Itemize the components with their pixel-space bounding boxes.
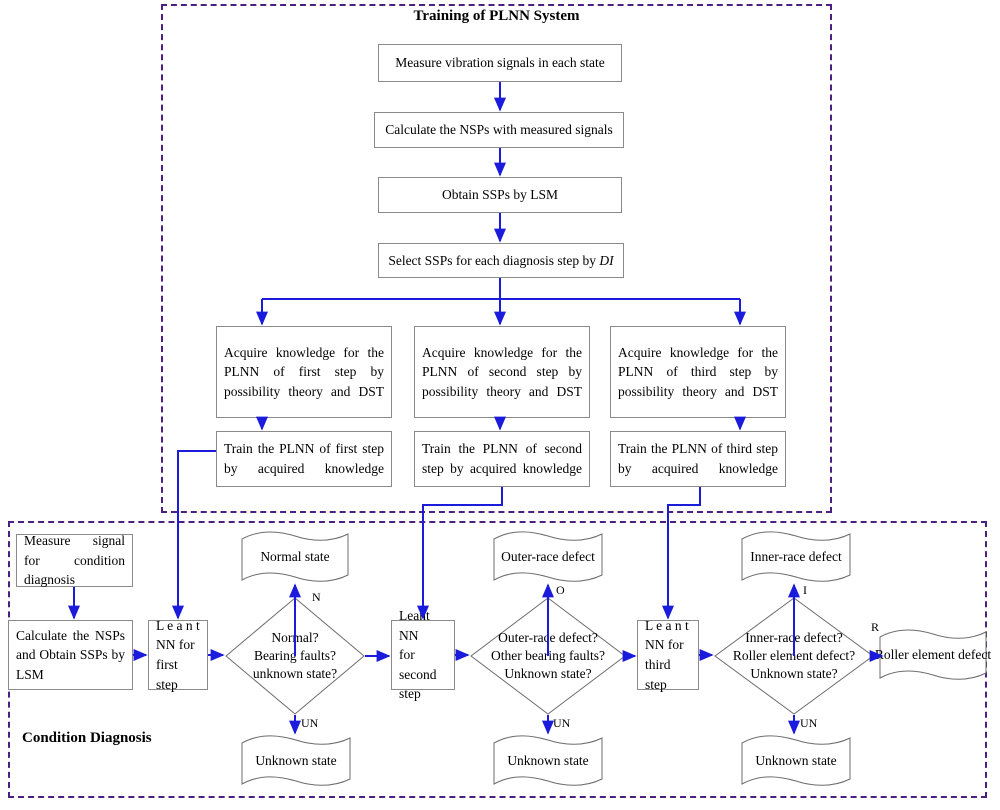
decision-third[interactable]: Inner-race defect? Roller element defect… [714, 597, 874, 715]
outcome-outer-race-defect[interactable]: Outer-race defect [492, 531, 604, 583]
box-nn-second-step-line3: step [399, 686, 421, 702]
box-train-second[interactable]: Train the PLNN of second step by acquire… [414, 431, 590, 487]
edge-label-r: R [871, 620, 880, 634]
box-nn-third-step-label: L e a n t NN for third step [638, 616, 698, 694]
box-nn-first-step-line2: NN for [156, 637, 195, 653]
box-calculate-obtain-lsm[interactable]: Calculate the NSPs and Obtain SSPs by LS… [8, 620, 133, 690]
box-obtain-ssps[interactable]: Obtain SSPs by LSM [378, 177, 622, 213]
box-nn-third-step-line1: L e a n t [645, 617, 689, 633]
decision-third-line2: Roller element defect? [732, 647, 856, 663]
box-nn-third-step-line2: NN for [645, 637, 684, 653]
box-acquire-third[interactable]: Acquire knowledge for the PLNN of third … [610, 326, 786, 418]
box-measure-signal-diagnosis-label: Measure signal for condition diagnosis [24, 533, 125, 588]
outcome-unknown-state-2[interactable]: Unknown state [492, 735, 604, 787]
diagnosis-group-title: Condition Diagnosis [22, 730, 152, 746]
outcome-unknown-state-3-label: Unknown state [755, 753, 837, 768]
box-acquire-third-label: Acquire knowledge for the PLNN of third … [618, 344, 778, 399]
box-measure-signal-diagnosis[interactable]: Measure signal for condition diagnosis [16, 533, 133, 588]
edge-label-o: O [556, 583, 565, 597]
box-select-ssps-label: Select SSPs for each diagnosis step by D… [379, 251, 623, 271]
box-train-first-label: Train the PLNN of first step by acquired… [224, 441, 384, 476]
box-select-ssps[interactable]: Select SSPs for each diagnosis step by D… [378, 243, 624, 278]
outcome-normal-state[interactable]: Normal state [240, 531, 350, 583]
edge-label-un3: UN [800, 716, 818, 730]
box-train-third-label: Train the PLNN of third step by acquired… [618, 441, 778, 476]
edge-label-un1: UN [301, 716, 319, 730]
box-acquire-second[interactable]: Acquire knowledge for the PLNN of second… [414, 326, 590, 418]
decision-first[interactable]: Normal? Bearing faults? unknown state? [225, 597, 365, 715]
box-obtain-ssps-label: Obtain SSPs by LSM [442, 187, 558, 203]
outcome-inner-race-defect[interactable]: Inner-race defect [740, 531, 852, 583]
box-calculate-nsps-label: Calculate the NSPs with measured signals [385, 122, 613, 138]
decision-second-line3: Unknown state? [504, 666, 592, 682]
box-select-ssps-di: DI [599, 252, 614, 268]
outcome-unknown-state-2-label: Unknown state [507, 753, 589, 768]
outcome-unknown-state-3[interactable]: Unknown state [740, 735, 852, 787]
decision-second-line1: Outer-race defect? [498, 629, 598, 645]
box-train-second-label: Train the PLNN of second step by acquire… [422, 441, 582, 476]
decision-third-line3: Unknown state? [750, 666, 838, 682]
outcome-roller-element-defect[interactable]: Roller element defect [874, 629, 992, 681]
decision-first-line1: Normal? [271, 629, 319, 645]
edge-label-i: I [803, 583, 807, 597]
outcome-inner-race-defect-label: Inner-race defect [750, 549, 842, 564]
decision-third-text: Inner-race defect? Roller element defect… [714, 597, 874, 715]
outcome-unknown-state-1[interactable]: Unknown state [240, 735, 352, 787]
box-acquire-second-label: Acquire knowledge for the PLNN of second… [422, 344, 582, 399]
box-train-first[interactable]: Train the PLNN of first step by acquired… [216, 431, 392, 487]
edge-label-n: N [312, 590, 321, 604]
box-train-third[interactable]: Train the PLNN of third step by acquired… [610, 431, 786, 487]
decision-first-text: Normal? Bearing faults? unknown state? [225, 597, 365, 715]
box-calculate-nsps[interactable]: Calculate the NSPs with measured signals [374, 112, 624, 148]
decision-second-text: Outer-race defect? Other bearing faults?… [470, 597, 626, 715]
decision-second[interactable]: Outer-race defect? Other bearing faults?… [470, 597, 626, 715]
box-select-ssps-text: Select SSPs for each diagnosis step by [388, 252, 600, 268]
box-measure-vibration-label: Measure vibration signals in each state [395, 55, 605, 71]
outcome-roller-element-defect-label: Roller element defect [874, 647, 992, 662]
box-nn-second-step-line2: for second [399, 647, 437, 682]
box-nn-first-step-line3: first step [156, 657, 178, 692]
decision-second-line2: Other bearing faults? [491, 647, 605, 663]
outcome-unknown-state-1-label: Unknown state [255, 753, 337, 768]
box-nn-third-step-line3: third step [645, 657, 671, 692]
box-nn-third-step[interactable]: L e a n t NN for third step [637, 618, 699, 692]
box-nn-first-step-line1: L e a n t [156, 617, 200, 633]
box-acquire-first[interactable]: Acquire knowledge for the PLNN of first … [216, 326, 392, 418]
box-nn-second-step-line1: Leant NN [399, 608, 430, 643]
outcome-normal-state-label: Normal state [260, 549, 330, 564]
decision-third-line1: Inner-race defect? [745, 629, 843, 645]
decision-first-line2: Bearing faults? [253, 647, 337, 663]
decision-first-line3: unknown state? [252, 666, 338, 682]
box-nn-second-step[interactable]: Leant NN for second step [391, 608, 455, 701]
box-calculate-obtain-lsm-label: Calculate the NSPs and Obtain SSPs by LS… [16, 627, 125, 682]
box-measure-vibration[interactable]: Measure vibration signals in each state [378, 44, 622, 82]
box-nn-first-step-label: L e a n t NN for first step [149, 616, 207, 694]
training-group-title: Training of PLNN System [413, 8, 580, 24]
box-acquire-first-label: Acquire knowledge for the PLNN of first … [224, 344, 384, 399]
box-nn-first-step[interactable]: L e a n t NN for first step [148, 618, 208, 692]
box-nn-second-step-label: Leant NN for second step [392, 606, 454, 704]
outcome-outer-race-defect-label: Outer-race defect [501, 549, 595, 564]
edge-label-un2: UN [553, 716, 571, 730]
